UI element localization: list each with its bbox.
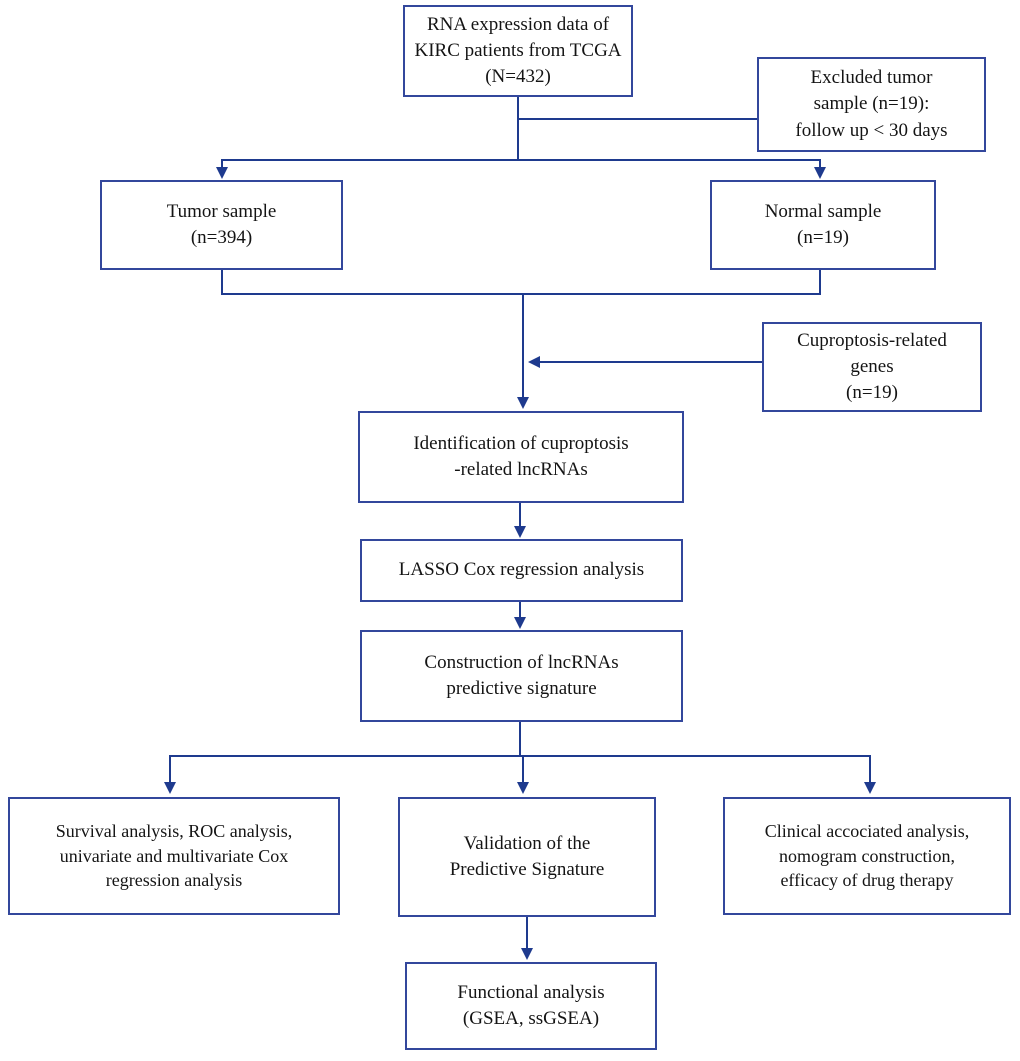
arrowhead-lasso — [514, 526, 526, 538]
node-construction-box: Construction of lncRNAs predictive signa… — [360, 630, 683, 722]
node-clinical-box: Clinical accociated analysis, nomogram c… — [723, 797, 1011, 915]
node-lasso-box: LASSO Cox regression analysis — [360, 539, 683, 602]
node-tumor-box: Tumor sample (n=394) — [100, 180, 343, 270]
arrowhead-identification — [517, 397, 529, 409]
arrowhead-clinical — [864, 782, 876, 794]
node-functional-box: Functional analysis (GSEA, ssGSEA) — [405, 962, 657, 1050]
node-cuproptosis-box: Cuproptosis-related genes (n=19) — [762, 322, 982, 412]
node-identification-box: Identification of cuproptosis -related l… — [358, 411, 684, 503]
node-excluded-box: Excluded tumor sample (n=19): follow up … — [757, 57, 986, 152]
node-validation-box: Validation of the Predictive Signature — [398, 797, 656, 917]
arrowhead-survival — [164, 782, 176, 794]
arrowhead-cuproptosis — [528, 356, 540, 368]
arrowhead-functional — [521, 948, 533, 960]
arrowhead-tumor — [216, 167, 228, 179]
node-tcga-box: RNA expression data of KIRC patients fro… — [403, 5, 633, 97]
arrowhead-validation — [517, 782, 529, 794]
node-survival-box: Survival analysis, ROC analysis, univari… — [8, 797, 340, 915]
arrowhead-construction — [514, 617, 526, 629]
node-normal-box: Normal sample (n=19) — [710, 180, 936, 270]
arrowhead-normal — [814, 167, 826, 179]
